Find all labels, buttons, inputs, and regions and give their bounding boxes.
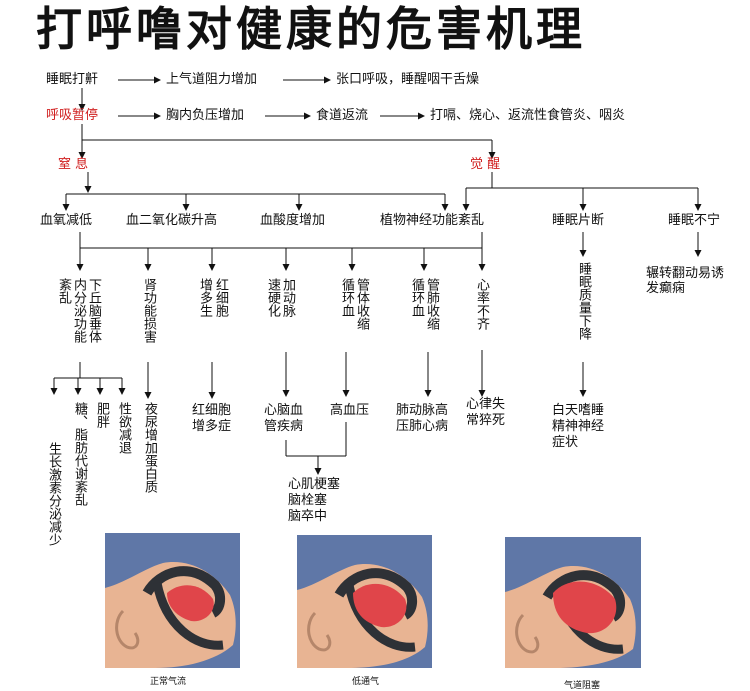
node-polycythemia-line1: 红细胞 bbox=[192, 403, 232, 418]
node-acidity: 血酸度增加 bbox=[260, 213, 326, 228]
airway-illustration-obstruction bbox=[505, 537, 641, 668]
node-sleep-quality: 睡眠质量下降 bbox=[576, 262, 591, 340]
node-hypothalamus-col1: 下丘脑垂体 bbox=[86, 278, 101, 343]
node-reflux-effects: 打嗝、烧心、返流性食管炎、咽炎 bbox=[430, 108, 626, 123]
node-snoring: 睡眠打鼾 bbox=[46, 72, 99, 87]
node-low-oxygen: 血氧减低 bbox=[40, 213, 93, 228]
caption-obstruction: 气道阻塞 bbox=[564, 681, 601, 691]
node-growth-hormone: 生长激素分泌减少 bbox=[46, 442, 61, 546]
node-arrhythmia-line1: 心律失 bbox=[466, 397, 506, 412]
node-lung-col1: 管肺收缩 bbox=[424, 278, 439, 330]
airway-illustration-normal bbox=[105, 533, 240, 668]
node-rbc-col2: 增多生 bbox=[197, 278, 212, 317]
node-circ-col1: 管体收缩 bbox=[354, 278, 369, 330]
node-apnea: 呼吸暂停 bbox=[46, 108, 99, 123]
caption-hypopnea: 低通气 bbox=[352, 677, 380, 687]
node-restless-sleep: 睡眠不宁 bbox=[668, 213, 721, 228]
node-libido: 性欲减退 bbox=[116, 402, 131, 454]
node-obesity: 肥胖 bbox=[94, 402, 109, 428]
node-cardio-line1: 心脑血 bbox=[264, 403, 304, 418]
node-hypothalamus-col2: 内分泌功能 bbox=[71, 278, 86, 343]
node-lung-col2: 循环血 bbox=[409, 278, 424, 317]
node-seizure: 辗转翻动易诱发癫痫 bbox=[646, 266, 725, 296]
page-title: 打呼噜对健康的危害机理 bbox=[36, 2, 586, 56]
caption-normal: 正常气流 bbox=[150, 677, 187, 687]
node-vessel-col1: 加动脉 bbox=[280, 278, 295, 317]
node-pulmonary-line1: 肺动脉高 bbox=[396, 403, 449, 418]
node-chest-pressure: 胸内负压增加 bbox=[166, 108, 245, 123]
node-mouth-breathing: 张口呼吸，睡醒咽干舌燥 bbox=[336, 72, 480, 87]
node-high-co2: 血二氧化碳升高 bbox=[126, 213, 218, 228]
node-pulmonary-line2: 压肺心病 bbox=[396, 419, 449, 434]
node-daytime-line2: 精神神经 bbox=[552, 419, 605, 434]
node-daytime-line1: 白天嗜睡 bbox=[552, 403, 605, 418]
node-nocturia: 夜尿增加蛋白质 bbox=[142, 402, 157, 493]
node-sleep-fragment: 睡眠片断 bbox=[552, 213, 605, 228]
node-circ-col2: 循环血 bbox=[339, 278, 354, 317]
airway-illustration-hypopnea bbox=[297, 535, 432, 668]
node-rbc-col1: 红细胞 bbox=[213, 278, 228, 317]
node-daytime-line3: 症状 bbox=[552, 435, 579, 450]
node-airway-resistance: 上气道阻力增加 bbox=[166, 72, 258, 87]
node-polycythemia-line2: 增多症 bbox=[192, 419, 232, 434]
node-arrhythmia-line2: 常猝死 bbox=[466, 413, 506, 428]
node-heart-rate: 心率不齐 bbox=[474, 278, 489, 330]
node-stroke-embolism: 脑栓塞 bbox=[288, 493, 328, 508]
node-metabolism: 糖、脂肪代谢紊乱 bbox=[72, 402, 87, 506]
node-arousal: 觉 醒 bbox=[470, 157, 501, 172]
node-kidney: 肾功能损害 bbox=[141, 278, 156, 343]
node-autonomic: 植物神经功能紊乱 bbox=[380, 213, 485, 228]
node-vessel-col2: 速硬化 bbox=[265, 278, 280, 317]
node-hypertension: 高血压 bbox=[330, 403, 370, 418]
node-hypothalamus-col3: 紊乱 bbox=[56, 278, 71, 304]
node-cardio-line2: 管疾病 bbox=[264, 419, 304, 434]
node-suffocation: 窒 息 bbox=[58, 157, 89, 172]
node-stroke-mi: 心肌梗塞 bbox=[288, 477, 341, 492]
node-reflux: 食道返流 bbox=[316, 108, 369, 123]
node-stroke-cva: 脑卒中 bbox=[288, 509, 328, 524]
